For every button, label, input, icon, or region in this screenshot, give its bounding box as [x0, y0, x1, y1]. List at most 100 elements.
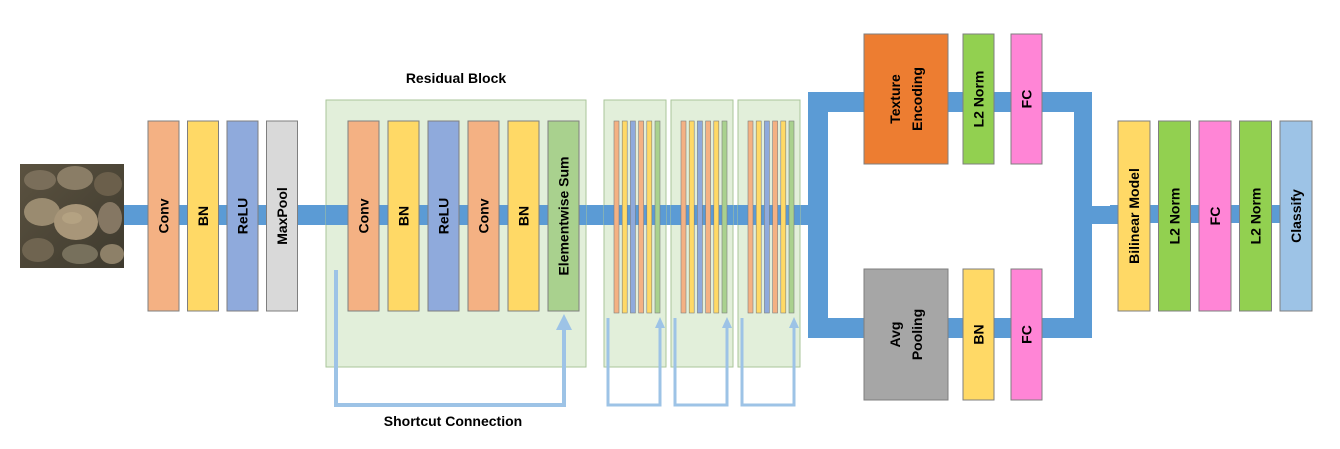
texture-encoding-layer-label-line-2: Encoding: [909, 67, 925, 131]
mini-residual-block-2-layer-2: [688, 120, 695, 314]
texture-encoding-layer: Texture Encoding: [863, 33, 949, 165]
mini-residual-block-3-layer-4: [772, 120, 778, 314]
mini-residual-block-2-layer-4: [705, 120, 711, 314]
head-layer-bilinear-model-1-box: [1117, 120, 1151, 312]
mini-residual-block-1-layer-5: [646, 120, 653, 314]
stem-layer-bn-2: BN: [187, 120, 219, 312]
residual-layer-conv-4-box: [467, 120, 500, 312]
residual-layer-elementwise-sum-6-label: Elementwise Sum: [556, 156, 572, 275]
residual-layer-bn-2-box: [387, 120, 420, 312]
stem-layer-bn-2-label: BN: [195, 206, 211, 226]
head-layer-fc-3: FC: [1198, 120, 1232, 312]
head-layer-l2-norm-4: L2 Norm: [1239, 120, 1272, 312]
texture-branch-fc-layer: FC: [1010, 33, 1043, 165]
texture-branch-fc-layer-box: [1010, 33, 1043, 165]
pool-branch-bn-layer: BN: [962, 268, 995, 401]
head-layer-l2-norm-4-box: [1239, 120, 1272, 312]
shortcut-connection-label: Shortcut Connection: [384, 413, 522, 429]
mini-residual-block-2-layer-5: [713, 120, 720, 314]
residual-layer-elementwise-sum-6-box: [547, 120, 580, 312]
pool-branch-fc-layer: FC: [1010, 268, 1043, 401]
mini-residual-block-3-layer-6: [788, 120, 795, 314]
residual-layer-conv-4-label: Conv: [476, 198, 492, 233]
pool-branch-fc-layer-label: FC: [1019, 325, 1035, 344]
mini-residual-block-1-layer-4: [638, 120, 644, 314]
mini-residual-block-1: [603, 99, 667, 407]
residual-layer-conv-4: Conv: [467, 120, 500, 312]
stem-layer-relu-3-label: ReLU: [235, 198, 251, 235]
pool-branch-fc-layer-box: [1010, 268, 1043, 401]
texture-branch-fc-layer-label: FC: [1019, 90, 1035, 109]
residual-block-label: Residual Block: [406, 70, 507, 86]
mini-residual-block-1-layer-6: [654, 120, 661, 314]
mini-residual-block-3: [737, 99, 801, 407]
stem-layer-relu-3: ReLU: [226, 120, 259, 312]
residual-layer-relu-3-label: ReLU: [436, 198, 452, 235]
residual-layer-conv-1: Conv: [347, 120, 380, 312]
head-layer-bilinear-model-1: Bilinear Model: [1117, 120, 1151, 312]
stem-layer-conv-1-label: Conv: [156, 198, 172, 233]
mini-residual-block-2: [670, 99, 734, 407]
head-layer-fc-3-box: [1198, 120, 1232, 312]
head-layer-l2-norm-2-box: [1158, 120, 1191, 312]
stem-layer-relu-3-box: [226, 120, 259, 312]
mini-residual-block-3-layer-3: [764, 120, 770, 314]
mini-residual-block-3-layer-2: [755, 120, 762, 314]
head-layer-bilinear-model-1-label: Bilinear Model: [1126, 168, 1142, 264]
texture-branch-l2-norm-layer: L2 Norm: [962, 33, 995, 165]
mini-residual-block-3-shortcut: [740, 318, 796, 407]
residual-layer-bn-5-box: [507, 120, 540, 312]
repeated-residual-blocks: [603, 99, 801, 407]
avg-pooling-layer: Avg Pooling: [863, 268, 949, 401]
input-texture-image: [20, 164, 124, 268]
stem-layer-maxpool-4-label: MaxPool: [274, 187, 290, 245]
mini-residual-block-2-layer-1: [680, 120, 687, 314]
mini-residual-block-2-shortcut-arrowhead: [722, 317, 732, 328]
pool-branch-bn-layer-box: [962, 268, 995, 401]
shortcut-connection-arrow: [334, 270, 572, 407]
residual-layer-conv-1-label: Conv: [356, 198, 372, 233]
stem-layer-maxpool-4-box: [266, 120, 298, 312]
mini-residual-block-1-layer-1: [613, 120, 620, 314]
texture-branch-l2-norm-layer-box: [962, 33, 995, 165]
mini-residual-block-3-shortcut-arrowhead: [789, 317, 799, 328]
head-layer-classify-5-box: [1279, 120, 1313, 312]
mini-residual-block-2-layer-6: [721, 120, 728, 314]
head-layer-l2-norm-4-label: L2 Norm: [1248, 188, 1264, 245]
residual-layer-bn-5: BN: [507, 120, 540, 312]
stem-layer-bn-2-box: [187, 120, 219, 312]
residual-layer-conv-1-box: [347, 120, 380, 312]
mini-residual-block-1-shortcut: [606, 318, 662, 407]
avg-pooling-layer-label-line-1: Avg: [887, 322, 903, 348]
head-layer-classify-5-label: Classify: [1288, 189, 1304, 243]
head-layer-fc-3-label: FC: [1207, 207, 1223, 226]
stem-layer-conv-1-box: [147, 120, 180, 312]
mini-residual-block-3-layer-5: [780, 120, 787, 314]
residual-layer-elementwise-sum-6: Elementwise Sum: [547, 120, 580, 312]
avg-pooling-layer-box: [863, 268, 949, 401]
stem-layer-conv-1: Conv: [147, 120, 180, 312]
texture-encoding-layer-box: [863, 33, 949, 165]
texture-encoding-layer-label-line-1: Texture: [887, 74, 903, 124]
mini-residual-block-3-layer-1: [747, 120, 754, 314]
head-layer-l2-norm-2-label: L2 Norm: [1167, 188, 1183, 245]
residual-layer-relu-3: ReLU: [427, 120, 460, 312]
mini-residual-block-1-layer-2: [621, 120, 628, 314]
mini-residual-block-1-shortcut-arrowhead: [655, 317, 665, 328]
residual-layer-relu-3-box: [427, 120, 460, 312]
mini-residual-block-1-layer-3: [630, 120, 636, 314]
head-layer-l2-norm-2: L2 Norm: [1158, 120, 1191, 312]
mini-residual-block-2-layer-3: [697, 120, 703, 314]
head-layer-classify-5: Classify: [1279, 120, 1313, 312]
avg-pooling-layer-label-line-2: Pooling: [909, 309, 925, 360]
residual-layer-bn-5-label: BN: [516, 206, 532, 226]
residual-layer-bn-2-label: BN: [396, 206, 412, 226]
pool-branch-bn-layer-label: BN: [971, 324, 987, 344]
mini-residual-block-2-shortcut: [673, 318, 729, 407]
stem-layer-maxpool-4: MaxPool: [266, 120, 298, 312]
residual-layer-bn-2: BN: [387, 120, 420, 312]
texture-branch-l2-norm-layer-label: L2 Norm: [971, 71, 987, 128]
